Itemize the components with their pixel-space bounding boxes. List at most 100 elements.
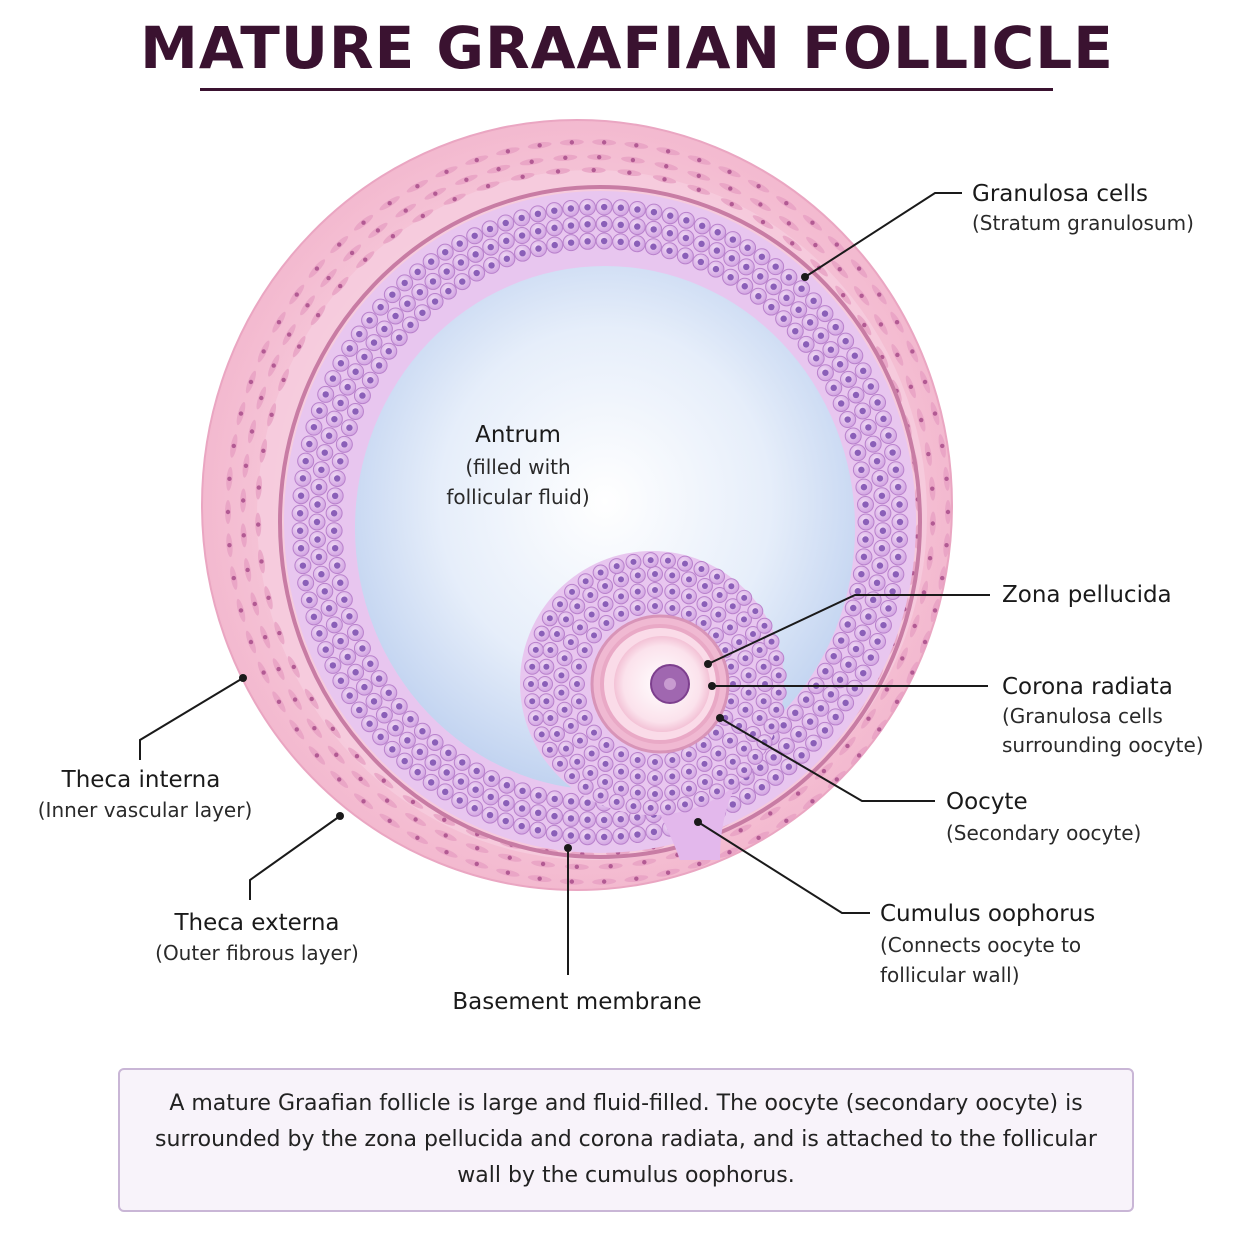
granulosa-cell-nucleus [817,705,825,712]
cumulus-cell-nucleus [685,768,692,775]
granulosa-cell-nucleus [617,833,625,840]
cumulus-cell-nucleus [712,632,719,639]
theca-cell-nucleus [474,157,479,163]
granulosa-cell-nucleus [337,677,345,684]
cumulus-cell-nucleus [574,681,580,687]
granulosa-cell-nucleus [503,799,510,807]
granulosa-cell-nucleus [297,492,305,499]
theca-cell-nucleus [520,174,525,179]
theca-cell-nucleus [444,850,449,855]
theca-cell-nucleus [361,220,366,225]
cumulus-cell-nucleus [546,746,553,753]
theca-cell-nucleus [314,753,320,758]
granulosa-cell-nucleus [331,492,339,500]
granulosa-cell-nucleus [457,259,465,266]
label-granulosa-sub: (Stratum granulosum) [972,211,1194,235]
granulosa-cell-nucleus [755,293,762,300]
granulosa-cell-nucleus [600,816,608,824]
granulosa-cell-nucleus [341,596,348,603]
granulosa-cell-nucleus [798,752,805,759]
label-theca-externa-main: Theca externa [173,910,339,936]
granulosa-cell-nucleus [865,424,872,431]
oocyte-nucleolus [664,678,676,690]
cumulus-cell-nucleus [602,779,609,786]
theca-cell-nucleus [231,575,236,581]
granulosa-cell-nucleus [584,799,591,806]
theca-cell-nucleus [756,183,761,189]
granulosa-cell-nucleus [551,207,558,214]
theca-cell-nucleus [601,140,607,145]
granulosa-cell-nucleus [634,206,641,213]
theca-cell-nucleus [927,556,933,561]
cumulus-cell-nucleus [685,751,692,758]
theca-cell-nucleus [269,412,274,418]
label-theca-externa-sub: (Outer fibrous layer) [155,941,359,965]
leader-granulosa [801,192,962,281]
granulosa-cell-nucleus [407,715,414,723]
granulosa-cell-nucleus [344,383,351,391]
cumulus-cell-nucleus [591,632,598,639]
cumulus-cell-nucleus [652,791,658,797]
granulosa-cell-nucleus [443,769,450,776]
theca-cell-nucleus [496,166,501,172]
cumulus-cell-nucleus [698,566,705,573]
granulosa-cell-nucleus [666,230,674,237]
theca-cell-nucleus [271,363,276,368]
theca-cell-nucleus [665,149,671,154]
granulosa-cell-nucleus [502,817,509,825]
theca-cell-nucleus [243,463,249,468]
granulosa-cell-nucleus [370,339,378,346]
theca-cell-nucleus [555,169,561,174]
cumulus-cell-nucleus [528,681,534,687]
granulosa-cell-nucleus [330,510,338,517]
theca-cell-nucleus [256,485,262,490]
theca-cell-nucleus [259,395,264,401]
granulosa-cell-nucleus [416,288,424,296]
cumulus-cell-nucleus [587,592,594,599]
theca-cell-nucleus [856,753,862,758]
theca-cell-nucleus [784,818,789,823]
granulosa-cell-nucleus [757,764,764,771]
theca-cell-nucleus [930,521,936,526]
cumulus-cell-nucleus [768,723,775,730]
theca-cell-nucleus [375,228,381,233]
theca-cell-nucleus [248,639,254,645]
granulosa-cell-nucleus [381,325,388,333]
theca-cell-nucleus [608,864,613,869]
granulosa-cell-nucleus [503,237,510,245]
granulosa-cell-nucleus [806,718,814,725]
theca-cell-nucleus [294,727,299,732]
theca-cell-nucleus [507,855,512,860]
cumulus-cell-nucleus [553,631,560,638]
granulosa-cell-nucleus [486,225,494,233]
granulosa-cell-nucleus [859,629,866,637]
leader-theca-interna [139,674,247,760]
theca-cell-nucleus [786,221,792,226]
cumulus-cell-nucleus [630,803,637,810]
label-corona-main: Corona radiata [1002,674,1173,700]
theca-cell-nucleus [662,177,667,182]
granulosa-cell-nucleus [567,205,575,212]
granulosa-cell-nucleus [822,369,829,376]
granulosa-cell-nucleus [892,571,900,578]
cumulus-cell-nucleus [745,672,752,679]
cumulus-cells [523,552,787,816]
theca-externa-edge [201,119,953,891]
granulosa-cell-nucleus [683,217,690,224]
cumulus-cell-nucleus [716,592,723,599]
cumulus-cell-nucleus [574,758,581,765]
theca-cell-nucleus [601,879,607,884]
cumulus-cell-nucleus [652,587,658,593]
theca-cell-nucleus [361,799,366,804]
cumulus-cell-nucleus [634,773,641,780]
cumulus-cell-nucleus [729,603,736,610]
granulosa-cell-nucleus [551,830,558,837]
granulosa-cell-nucleus [878,545,886,552]
granulosa-cell-nucleus [827,691,835,698]
theca-cell-nucleus [921,590,927,595]
granulosa-cell-nucleus [698,222,706,230]
cumulus-cell-nucleus [647,804,654,811]
granulosa-cell-nucleus [302,579,309,587]
granulosa-cell-nucleus [487,793,494,801]
theca-cell-nucleus [634,876,639,881]
